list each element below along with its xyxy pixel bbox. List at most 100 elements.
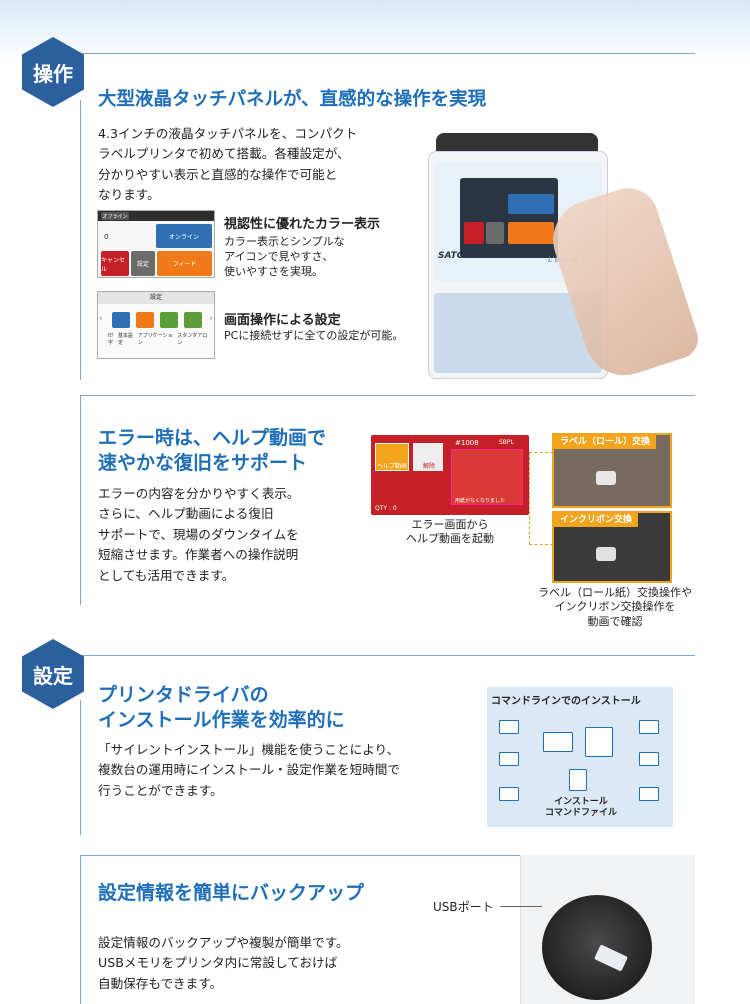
basic-settings-icon [136,312,154,328]
section-title-backup: 設定情報を簡単にバックアップ [98,882,365,904]
printer-touchscreen [460,178,558,258]
connector-line [529,452,553,453]
caption-line: 動画で確認 [587,614,643,628]
install-diagram: コマンドラインでのインストール インストール コマンドファイル [487,687,673,827]
pc-icon [639,787,659,801]
video-ribbon-change: インクリボン交換 [552,511,672,583]
settings-screenshot: 設定 印字 基本設定 アプリケーション スタンダアロン ‹ › [97,291,215,359]
video-label-change: ラベル（ロール）交換 [552,433,672,508]
help-video-label: ヘルプ動画 [377,463,408,470]
feature-desc-line: アイコンで見やすさ、 [224,249,334,263]
play-icon [596,471,616,485]
application-icon [160,312,178,328]
title-line: プリンタドライバの [98,684,269,706]
error-message-box [451,449,523,505]
error-body: エラーの内容を分かりやすく表示。 さらに、ヘルプ動画による復旧 サポートで、現場… [98,484,300,586]
chevron-right-icon: › [209,314,213,324]
usb-port-label: USBポート [433,900,494,914]
settings-header: 設定 [98,292,214,304]
section-divider [80,395,695,396]
screen-tile [508,194,554,214]
title-line: エラー時は、ヘルプ動画で [98,427,327,449]
body-line: 「サイレントインストール」機能を使うことにより、 [98,742,400,757]
pc-icon [499,787,519,801]
icon-label: 基本設定 [117,333,133,346]
video-label: ラベル（ロール）交換 [554,435,657,449]
play-icon [596,547,616,561]
print-icon [112,312,130,328]
section-title-sousa: 大型液晶タッチパネルが、直感的な操作を実現 [98,89,487,110]
caption-line: ラベル（ロール紙）交換操作や [538,586,692,599]
title-line: 速やかな復旧をサポート [98,451,308,474]
section-title-settei: プリンタドライバの インストール作業を効率的に [98,683,345,732]
video-label: インクリボン交換 [554,513,639,527]
footer-line: インストール [554,797,608,807]
badge-settei: 設定 [22,639,84,709]
feature-title-color: 視認性に優れたカラー表示 [224,217,381,232]
title-line: インストール作業を効率的に [98,708,345,731]
printer-icon [585,727,613,757]
feed-tile: フィード [157,251,212,276]
section-divider [60,53,695,54]
body-line: 設定情報のバックアップや複製が簡単です。 [98,935,349,950]
screen-tile [508,222,554,244]
settings-icon-labels: 印字 基本設定 アプリケーション スタンダアロン [108,332,212,346]
online-tile: オンライン [156,224,212,248]
laptop-icon [543,732,573,752]
pc-icon [639,752,659,766]
footer-line: コマンドファイル [544,807,617,818]
body-line: エラーの内容を分かりやすく表示。 [98,486,300,501]
count-value: 0 [104,233,109,241]
color-display-screenshot: オフライン 0 オンライン キャンセル 設定 フィード [97,210,215,278]
error-screen-caption: エラー画面から ヘルプ動画を起動 [380,518,520,547]
section-rule [80,395,81,605]
section-rule [80,100,81,380]
printer-illustration: SATO L'esprit [428,133,704,386]
caption-line: エラー画面から [411,518,489,531]
icon-label: アプリケーション [137,333,173,346]
printer-top [436,133,598,155]
section-divider [60,655,695,656]
intro-line: なります。 [98,187,160,203]
body-line: さらに、ヘルプ動画による復旧 [98,506,274,522]
diagram-footer: インストール コマンドファイル [521,797,641,819]
screen-tile [464,222,484,244]
intro-line: ラベルプリンタで初めて搭載。各種設定が、 [98,146,350,162]
pc-icon [499,720,519,734]
settings-tile: 設定 [131,251,155,276]
intro-text: 4.3インチの液晶タッチパネルを、コンパクト ラベルプリンタで初めて搭載。各種設… [98,124,357,206]
feature-title-settings: 画面操作による設定 [224,313,341,328]
feature-desc-settings: PCに接続せずに全ての設定が可能。 [224,329,404,342]
intro-line: 分かりやすい表示と直感的な操作で可能と [98,166,338,182]
body-line: 自動保存もできます。 [98,975,223,991]
settei-body: 「サイレントインストール」機能を使うことにより、 複数台の運用時にインストール・… [98,740,400,801]
connector-line [529,452,530,544]
error-message: 用紙がなくなりました [455,498,506,504]
body-line: 複数台の運用時にインストール・設定作業を短時間で [98,762,400,778]
cancel-label: 解除 [423,463,436,470]
intro-line: 4.3インチの液晶タッチパネルを、コンパクト [98,126,358,141]
video-caption: ラベル（ロール紙）交換操作や インクリボン交換操作を 動画で確認 [520,586,710,629]
section-divider [80,855,695,856]
section-rule [80,855,81,1004]
cancel-tile [413,443,443,471]
icon-label: スタンダアロン [177,333,208,346]
caption-line: インクリボン交換操作を [554,600,676,614]
body-line: 行うことができます。 [98,782,223,798]
connector-line [529,544,553,545]
feature-desc-line: 使いやすさを実現。 [224,264,323,278]
diagram-title: コマンドラインでのインストール [491,696,641,707]
qty-readout: QTY : 0 [375,505,397,512]
offline-indicator: オフライン [101,212,129,220]
screen-status-bar [98,211,214,221]
caption-line: ヘルプ動画を起動 [406,532,494,546]
icon-label: 印字 [108,333,114,346]
chevron-left-icon: ‹ [99,314,103,324]
error-screen-image: ヘルプ動画 解除 #1008 SBPL 用紙がなくなりました QTY : 0 [371,435,529,515]
brand-logo: SATO [438,251,465,261]
standalone-icon [184,312,202,328]
usb-port-closeup [542,895,652,1000]
error-subcode: SBPL [499,439,514,446]
help-video-icon [375,443,409,471]
